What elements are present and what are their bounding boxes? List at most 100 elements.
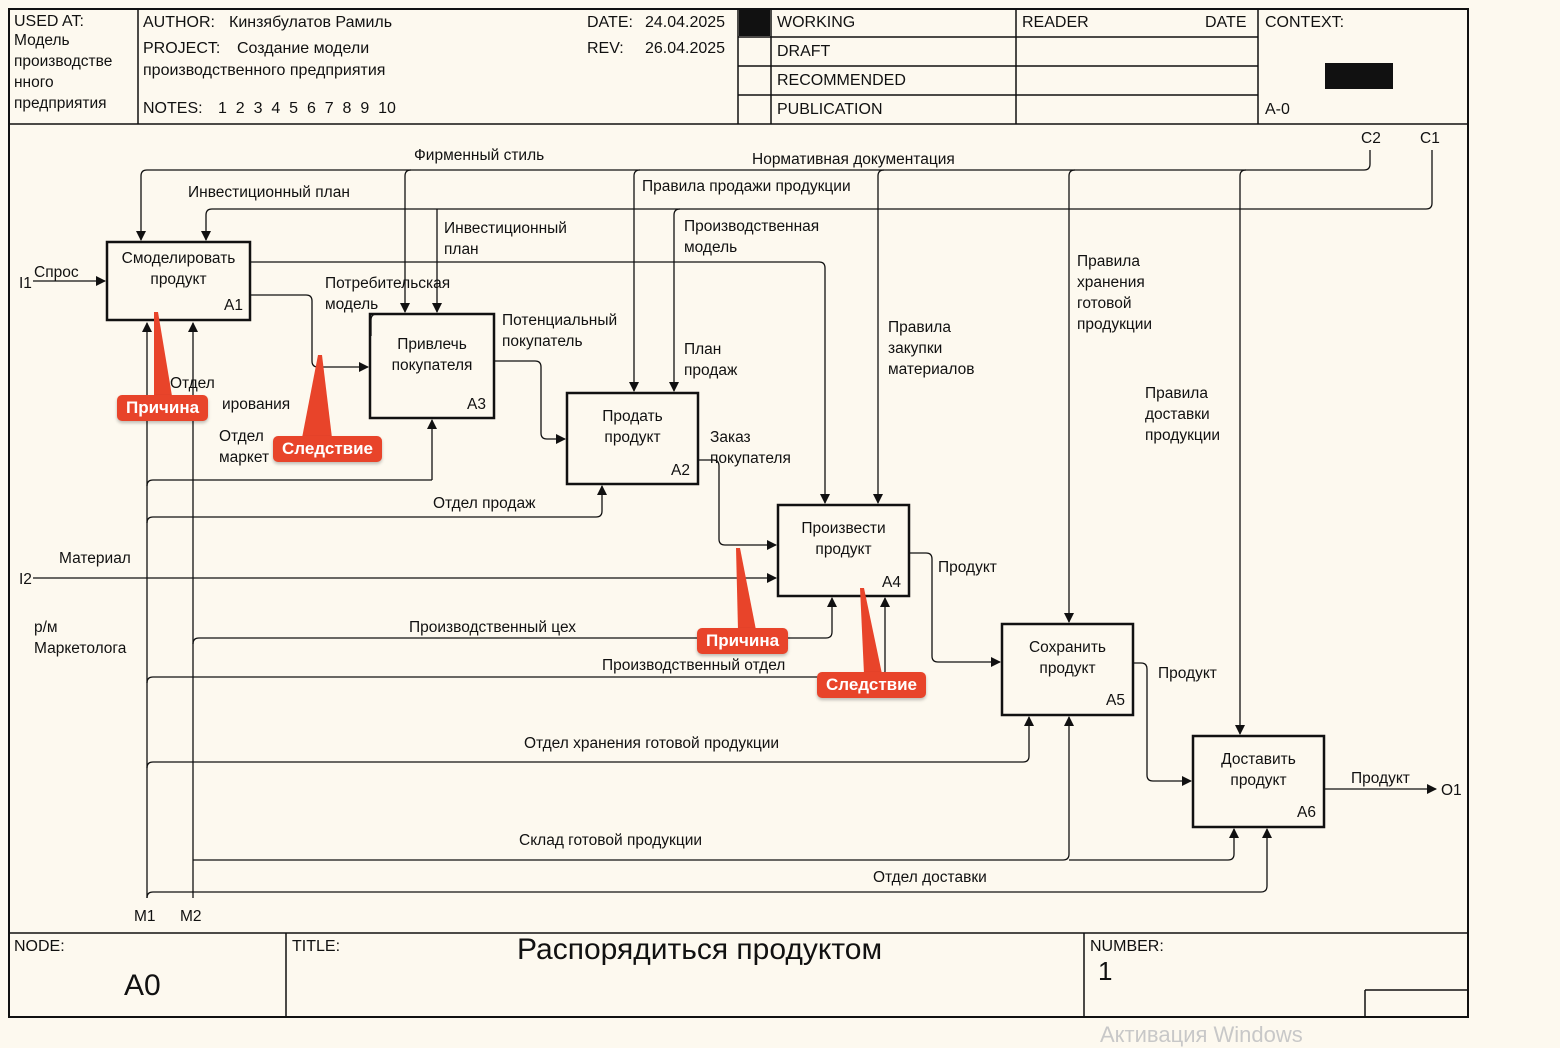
used-at-line-2: производстве — [14, 53, 113, 70]
number-label: NUMBER: — [1090, 938, 1164, 955]
windows-activation-watermark: Активация Windows — [1100, 1022, 1303, 1047]
arrow-a3-a2 — [494, 360, 566, 444]
label-dept-mkt-l2: маркет — [219, 449, 270, 466]
box-a1-label[interactable]: Смоделировать продукт — [107, 248, 250, 290]
rev-label: REV: — [587, 40, 624, 57]
box-a1-line-1: Смоделировать — [121, 250, 236, 267]
box-a2 — [565, 391, 700, 486]
status-working: WORKING — [777, 14, 856, 31]
status-recommended: RECOMMENDED — [777, 72, 906, 89]
label-delivery-rules-l1: Правила — [1145, 385, 1208, 402]
project-label: PROJECT: — [143, 40, 221, 57]
box-a5-number: A5 — [1106, 692, 1125, 709]
notes-value: 1 2 3 4 5 6 7 8 9 10 — [218, 100, 396, 117]
label-potential-buyer-l2: покупатель — [502, 333, 583, 350]
arrow-m2-a6 — [1069, 828, 1239, 861]
label-product-a6: Продукт — [1351, 770, 1410, 787]
number-value: 1 — [1098, 956, 1113, 986]
label-invest-plan: Инвестиционный план — [188, 184, 350, 201]
arrow-c1-a2 — [669, 208, 681, 392]
label-i1: I1 — [19, 275, 32, 292]
date2-label: DATE — [1205, 14, 1247, 31]
label-m1: M1 — [134, 908, 156, 925]
label-storage-dept: Отдел хранения готовой продукции — [524, 735, 780, 752]
label-purchase-rules-l2: закупки — [888, 340, 943, 357]
box-a6-label[interactable]: Доставить продукт — [1193, 749, 1324, 791]
author-label: AUTHOR: — [143, 14, 215, 31]
label-sales-plan-l1: План — [684, 341, 722, 358]
label-storage-rules-l2: хранения — [1077, 274, 1145, 291]
used-at-line-4: предприятия — [14, 95, 107, 112]
arrow-a2-a4 — [698, 459, 777, 550]
label-rm-l1: р/м — [34, 619, 58, 636]
arrow-m1-a3 — [146, 479, 432, 487]
callout-cause-1: Причина — [117, 395, 209, 421]
label-warehouse: Склад готовой продукции — [519, 832, 703, 849]
box-a6-line-1: Доставить — [1221, 751, 1296, 768]
label-delivery-rules-l3: продукции — [1145, 427, 1221, 444]
label-o1: O1 — [1441, 782, 1462, 799]
label-prod-model-l2: модель — [684, 239, 738, 256]
box-a2-line-2: продукт — [604, 429, 661, 446]
callout-effect-2: Следствие — [817, 672, 927, 698]
reader-label: READER — [1022, 14, 1089, 31]
callout-pointer-cause1 — [154, 312, 172, 396]
arrow-m1-a5 — [146, 716, 1034, 769]
box-a6-line-2: продукт — [1230, 772, 1287, 789]
project-line-2: производственного предприятия — [143, 62, 386, 79]
arrow-m2-a5 — [193, 716, 1074, 861]
date-value: 24.04.2025 — [645, 14, 726, 31]
label-rm-l2: Маркетолога — [34, 640, 127, 657]
date-label: DATE: — [587, 14, 633, 31]
label-dept-model-l2: ирования — [222, 396, 291, 413]
node-label: NODE: — [14, 938, 65, 955]
label-firm-style: Фирменный стиль — [414, 147, 545, 164]
box-a5 — [1000, 622, 1135, 717]
label-delivery-dept: Отдел доставки — [873, 869, 987, 886]
box-a5-line-1: Сохранить — [1028, 639, 1107, 656]
project-line-1: Создание модели — [237, 40, 370, 57]
box-a4-line-2: продукт — [815, 541, 872, 558]
box-a5-line-2: продукт — [1039, 660, 1096, 677]
label-c2: C2 — [1361, 130, 1381, 147]
status-draft: DRAFT — [777, 43, 831, 60]
label-material: Материал — [59, 550, 131, 567]
arrow-c1 — [201, 150, 1433, 241]
arrow-a1-a3 — [250, 294, 369, 372]
box-a6 — [1191, 734, 1326, 829]
label-dept-mkt-l1: Отдел — [219, 428, 264, 445]
callout-pointer-cause2 — [736, 548, 756, 630]
arrow-c2-a3 — [400, 169, 412, 313]
box-a2-number: A2 — [671, 462, 690, 479]
used-at-label: USED AT: — [14, 13, 84, 30]
arrow-c2-a5 — [1064, 169, 1076, 623]
title-label: TITLE: — [292, 938, 341, 955]
box-a5-label[interactable]: Сохранить продукт — [1002, 637, 1133, 679]
arrow-m2-a4 — [192, 597, 837, 645]
arrow-m1-a6 — [146, 828, 1272, 899]
box-a4-label[interactable]: Произвести продукт — [778, 518, 909, 560]
used-at-line-3: нного — [14, 74, 54, 91]
box-a1-number: A1 — [224, 297, 243, 314]
box-a4-number: A4 — [882, 574, 901, 591]
label-sales-plan-l2: продаж — [684, 362, 738, 379]
notes-label: NOTES: — [143, 100, 203, 117]
diagram-title: Распорядиться продуктом — [517, 933, 883, 966]
box-a2-label[interactable]: Продать продукт — [567, 406, 698, 448]
label-invest-plan2-l1: Инвестиционный — [444, 220, 567, 237]
box-a3-number: A3 — [467, 396, 486, 413]
arrow-c2 — [136, 150, 1371, 241]
label-m2: M2 — [180, 908, 202, 925]
context-marker — [1325, 63, 1393, 89]
label-i2: I2 — [19, 571, 32, 588]
rev-value: 26.04.2025 — [645, 40, 726, 57]
box-a1-line-2: продукт — [150, 271, 207, 288]
box-a3-label[interactable]: Привлечь покупателя — [370, 334, 494, 376]
box-a4 — [776, 503, 911, 598]
box-a1 — [105, 240, 252, 322]
box-a6-number: A6 — [1297, 804, 1316, 821]
label-prod-model-l1: Производственная — [684, 218, 820, 235]
box-a3-line-1: Привлечь — [397, 336, 467, 353]
box-a3 — [368, 312, 496, 420]
